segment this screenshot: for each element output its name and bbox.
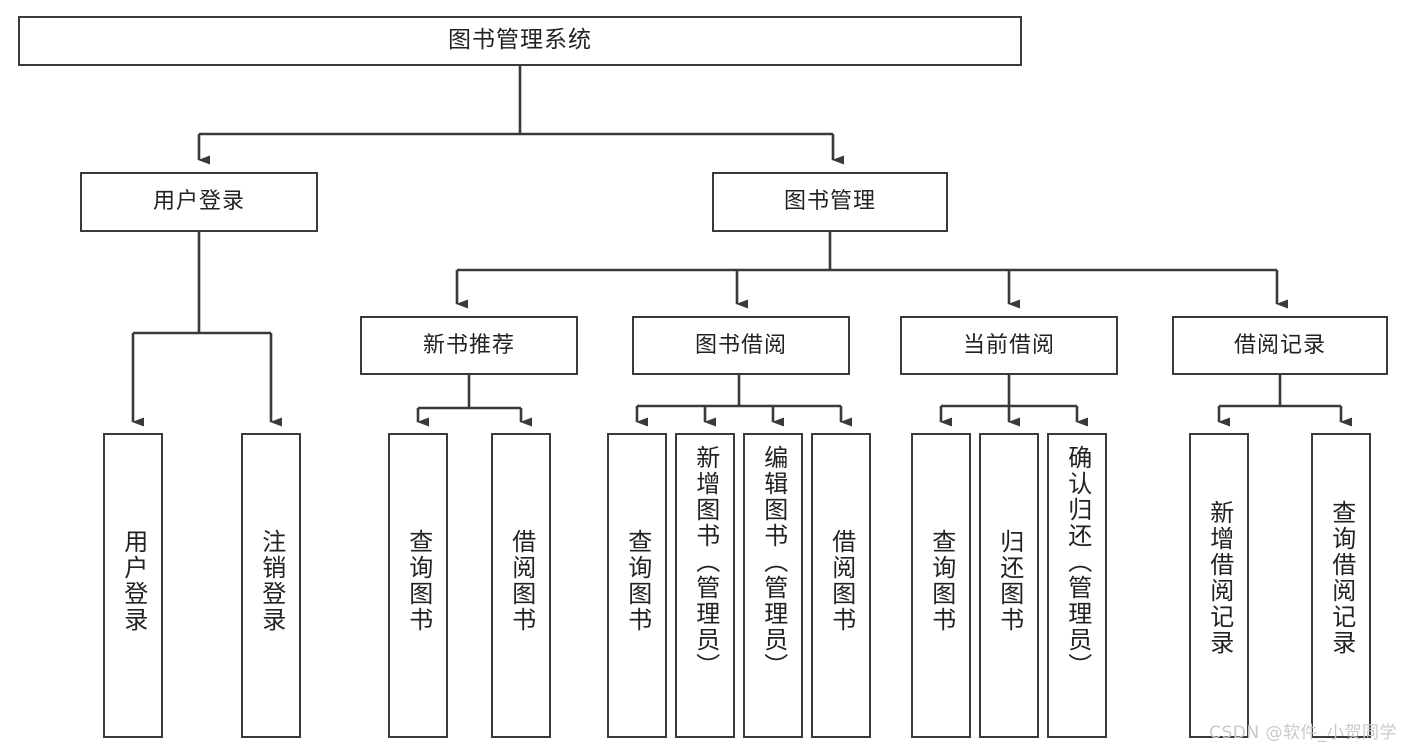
node-new-book-recommend[interactable]: 新书推荐 <box>360 316 578 375</box>
leaf-book-borrow-add[interactable]: 新增图书（管理员） <box>675 433 735 738</box>
leaf-label: 查询借阅记录 <box>1327 500 1356 656</box>
leaf-new-books-query[interactable]: 查询图书 <box>388 433 448 738</box>
node-book-borrow[interactable]: 图书借阅 <box>632 316 850 375</box>
leaf-label: 用户登录 <box>119 529 148 633</box>
leaf-book-borrow-edit[interactable]: 编辑图书（管理员） <box>743 433 803 738</box>
watermark: CSDN @软件_小贺同学 <box>1209 723 1397 743</box>
leaf-book-borrow-lend[interactable]: 借阅图书 <box>811 433 871 738</box>
leaf-label: 新增图书（管理员） <box>691 445 720 679</box>
leaf-label: 编辑图书（管理员） <box>759 445 788 679</box>
leaf-label: 查询图书 <box>927 529 956 633</box>
node-borrow-records-label: 借阅记录 <box>1233 332 1326 358</box>
leaf-label: 借阅图书 <box>507 529 536 633</box>
node-user-login[interactable]: 用户登录 <box>80 172 318 232</box>
leaf-label: 查询图书 <box>404 529 433 633</box>
node-book-management[interactable]: 图书管理 <box>712 172 948 232</box>
node-root[interactable]: 图书管理系统 <box>18 16 1022 66</box>
node-current-borrow-label: 当前借阅 <box>962 332 1055 358</box>
leaf-borrow-records-add[interactable]: 新增借阅记录 <box>1189 433 1249 738</box>
leaf-label: 注销登录 <box>257 529 286 633</box>
leaf-new-books-borrow[interactable]: 借阅图书 <box>491 433 551 738</box>
leaf-book-borrow-query[interactable]: 查询图书 <box>607 433 667 738</box>
leaf-label: 确认归还（管理员） <box>1063 445 1092 679</box>
node-book-management-label: 图书管理 <box>783 189 876 215</box>
node-new-book-recommend-label: 新书推荐 <box>422 332 515 358</box>
node-borrow-records[interactable]: 借阅记录 <box>1172 316 1388 375</box>
leaf-current-borrow-query[interactable]: 查询图书 <box>911 433 971 738</box>
node-book-borrow-label: 图书借阅 <box>694 332 787 358</box>
node-user-login-label: 用户登录 <box>152 189 245 215</box>
leaf-label: 新增借阅记录 <box>1205 500 1234 656</box>
leaf-label: 查询图书 <box>623 529 652 633</box>
leaf-label: 归还图书 <box>995 529 1024 633</box>
leaf-user-login-logout[interactable]: 注销登录 <box>241 433 301 738</box>
node-root-label: 图书管理系统 <box>448 27 592 54</box>
leaf-current-borrow-confirm-return[interactable]: 确认归还（管理员） <box>1047 433 1107 738</box>
leaf-user-login-login[interactable]: 用户登录 <box>103 433 163 738</box>
leaf-current-borrow-return[interactable]: 归还图书 <box>979 433 1039 738</box>
leaf-borrow-records-query[interactable]: 查询借阅记录 <box>1311 433 1371 738</box>
leaf-label: 借阅图书 <box>827 529 856 633</box>
node-current-borrow[interactable]: 当前借阅 <box>900 316 1118 375</box>
